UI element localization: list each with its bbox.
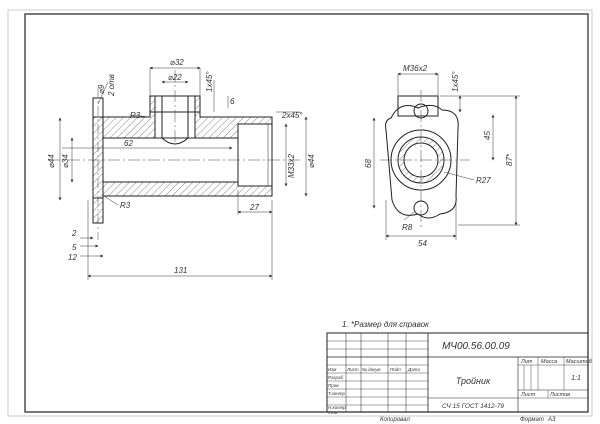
- pipe-wall-bottom: [102, 181, 273, 197]
- dim-side-chamfer: 1х45°: [451, 71, 460, 92]
- dim-total131: 131: [174, 266, 187, 275]
- format-label: Формат: [520, 417, 544, 423]
- dim-r27: R27: [476, 176, 491, 185]
- technical-note: 1. *Размер для справок: [342, 320, 430, 329]
- dim-d9-holes: ⌀9: [97, 84, 106, 94]
- col-header-date: Дата: [407, 367, 420, 372]
- side-view: [380, 90, 470, 230]
- scale-value: 1:1: [571, 375, 581, 382]
- mass-label: Масса: [541, 359, 557, 365]
- col-header-doc: № докум: [362, 367, 381, 372]
- pipe-wall-top: [102, 95, 156, 139]
- dim-six: 6: [230, 97, 235, 106]
- row-label-prov: Пров: [328, 383, 339, 388]
- dim-holes-count: 2 отв: [107, 74, 116, 97]
- dim-w54: 54: [418, 239, 427, 248]
- side-dimensions: [372, 72, 520, 240]
- dim-chamfer-top: 1х45°: [205, 71, 214, 92]
- dim-five: 5: [72, 243, 77, 252]
- col-header-sign: Подп: [390, 367, 401, 372]
- flange-outline: [385, 104, 459, 219]
- dim-d44-right: ⌀44: [307, 154, 316, 168]
- dim-thread-m36: М36х2: [403, 64, 428, 73]
- scale-label: Масштаб: [566, 359, 593, 365]
- part-name: Тройник: [456, 376, 491, 386]
- col-header-izm: Изм: [328, 367, 336, 372]
- dim-len62: 62: [124, 139, 133, 148]
- dim-thread-m33: М33х2: [287, 153, 296, 178]
- dim-r8: R8: [402, 223, 413, 232]
- dim-d32: ⌀32: [170, 58, 184, 67]
- dim-r3-top: R3: [130, 111, 141, 120]
- row-label-razrab: Разраб: [328, 375, 344, 380]
- lit-label: Лит: [520, 359, 533, 365]
- dim-len27: 27: [249, 203, 259, 212]
- title-block: [326, 332, 589, 413]
- side-dimension-labels: М36х2 1х45° 45 87* 68 R27 R8 54: [364, 64, 514, 248]
- dim-d34: ⌀34: [61, 154, 70, 168]
- dim-d22: ⌀22: [168, 73, 182, 82]
- copied-label: Копировал: [380, 417, 410, 423]
- dim-chamfer-right: 2х45°: [281, 111, 303, 120]
- dim-twelve: 12: [68, 253, 77, 262]
- row-label-utv: Утв: [328, 410, 338, 415]
- sheet-frame: [7, 9, 593, 417]
- sheets-label: Листов: [549, 392, 570, 398]
- dim-r3-bottom: R3: [120, 201, 131, 210]
- row-label-nkontr: Н.контр: [328, 405, 346, 410]
- front-dimensions: [58, 66, 308, 280]
- dim-d44-left: ⌀44: [47, 154, 56, 168]
- dim-two: 2: [71, 229, 77, 238]
- front-view: [48, 70, 300, 240]
- drawing-designation: МЧ00.56.00.09: [442, 341, 510, 352]
- format-value: А3: [547, 417, 556, 423]
- bottom-strip: Копировал Формат А3: [380, 417, 556, 423]
- dim-h45: 45: [483, 131, 492, 140]
- sheet-label: Лист: [520, 392, 536, 398]
- material: СЧ 15 ГОСТ 1412-79: [442, 403, 504, 410]
- row-label-tkontr: Т.контр: [328, 391, 345, 396]
- front-dimension-labels: ⌀32 ⌀22 1х45° 6 ⌀9 2 отв R3 2х45° 62 ⌀44…: [47, 58, 316, 275]
- dim-h87: 87*: [505, 153, 514, 166]
- col-header-list: Лист: [346, 367, 359, 372]
- title-block-text: МЧ00.56.00.09 Тройник СЧ 15 ГОСТ 1412-79…: [328, 341, 593, 415]
- dim-h68: 68: [364, 159, 373, 168]
